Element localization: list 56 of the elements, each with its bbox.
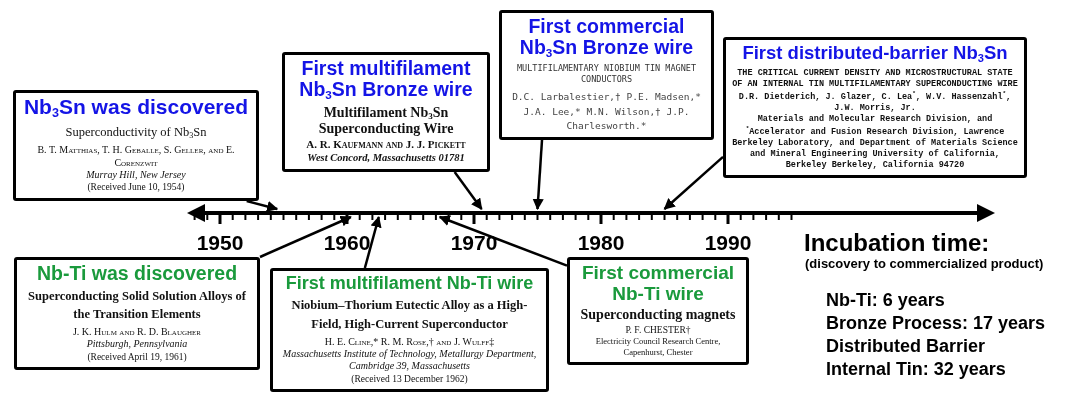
paper-card xyxy=(567,257,749,366)
paper-excerpt-text: (Received 13 December 1962) xyxy=(350,372,469,386)
milestone-heading: First distributed-barrier Nb$_{3}$Sn xyxy=(741,43,1009,65)
note-text: Nb-Ti: 6 years xyxy=(826,290,945,311)
timeline-axis xyxy=(187,204,995,224)
paper-excerpt-text: (Received April 19, 1961) xyxy=(86,350,188,364)
paper-excerpt-text: Niobium–Thorium Eutectic Alloy as a High-Field, High-Current Superconductor xyxy=(290,297,529,333)
paper-card xyxy=(723,37,1027,178)
paper-excerpt-text: Pittsburgh, Pennsylvania xyxy=(85,338,189,351)
paper-excerpt-text: MULTIFILAMENTARY NIOBIUM TIN MAGNET CONDUCTORS xyxy=(515,62,698,87)
arrow xyxy=(532,139,544,211)
milestone-heading: Nb-Ti was discovered xyxy=(35,263,239,285)
paper-excerpt-text: Superconducting magnets xyxy=(579,307,737,324)
paper-card xyxy=(499,10,714,141)
paper-card xyxy=(270,268,549,393)
paper-excerpt-text: Materials and Molecular Research Division, and $^{*}$Accelerator and Fusion Research Division, Lawrence Berkeley Laboratory, and Department of Materials Science and Mineral Engineering University of California, Berkeley Berkeley, California 94720 xyxy=(732,113,1018,171)
note-text: Internal Tin: 32 years xyxy=(826,359,1006,380)
note-text: Distributed Barrier xyxy=(826,336,986,357)
paper-excerpt-text: A. R. Kaufmann and J. J. Pickett xyxy=(305,138,467,152)
paper-excerpt-text: Murray Hill, New Jersey xyxy=(85,168,187,182)
arrow xyxy=(663,155,724,210)
paper-excerpt-text: D.C. Larbalestier,† P.E. Madsen,* J.A. Lee,* M.N. Wilson,† J.P. Charlesworth.* xyxy=(511,90,702,133)
paper-excerpt-text: D.R. Dietderich, J. Glazer, C. Lea$^{*}$, W.V. Hassenzahl$^{*}$, J.W. Morris, Jr. xyxy=(737,89,1013,114)
paper-excerpt-text: Superconductivity of Nb$_{3}$Sn xyxy=(64,123,208,141)
milestone-heading: Nb$_{3}$Sn was discovered xyxy=(22,96,250,121)
milestone-heading: First commercial Nb$_{3}$Sn Bronze wire xyxy=(518,16,695,60)
milestone-heading: First commercial Nb-Ti wire xyxy=(580,263,736,305)
year-label: 1990 xyxy=(704,231,752,255)
heading-text: Incubation time: xyxy=(804,229,990,257)
paper-excerpt-text: P. F. CHESTER† xyxy=(624,323,692,337)
paper-card xyxy=(13,90,259,201)
note-text: Bronze Process: 17 years xyxy=(826,313,1046,334)
paper-excerpt-text: J. K. Hulm and R. D. Blaugher xyxy=(71,325,203,339)
year-label: 1950 xyxy=(196,231,244,255)
milestone-heading: First multifilament Nb-Ti wire xyxy=(284,274,535,294)
paper-card xyxy=(14,257,260,371)
arrow xyxy=(453,171,483,210)
paper-excerpt-text: B. T. Matthias, T. H. Geballe, S. Geller, and E. Corenzwit xyxy=(36,142,236,169)
note-text: (discovery to commercialized product) xyxy=(805,256,1045,272)
paper-card xyxy=(282,52,490,172)
paper-excerpt-text: H. E. Cline,* R. M. Rose,† and J. Wulff‡ xyxy=(323,334,496,348)
milestone-heading: First multifilament Nb$_{3}$Sn Bronze wire xyxy=(298,58,474,102)
arrow xyxy=(259,215,352,259)
arrow xyxy=(363,215,382,269)
paper-excerpt-text: West Concord, Massachusetts 01781 xyxy=(306,151,466,165)
arrow xyxy=(246,199,279,212)
arrow xyxy=(438,215,568,267)
year-label: 1960 xyxy=(323,231,371,255)
paper-excerpt-text: Electricity Council Research Centre, Capenhurst, Chester xyxy=(594,336,722,359)
year-label: 1970 xyxy=(450,231,498,255)
paper-excerpt-text: (Received June 10, 1954) xyxy=(86,181,186,194)
paper-excerpt-text: Superconducting Solid Solution Alloys of the Transition Elements xyxy=(27,288,247,324)
paper-excerpt-text: Multifilament Nb$_{3}$Sn Superconducting Wire xyxy=(317,104,455,139)
year-label: 1980 xyxy=(577,231,625,255)
paper-excerpt-text: THE CRITICAL CURRENT DENSITY AND MICROSTRUCTURAL STATE OF AN INTERNAL TIN MULTIFILAMENTARY SUPERCONDUCTING WIRE xyxy=(732,67,1018,90)
paper-excerpt-text: Massachusetts Institute of Technology, Metallurgy Department, Cambridge 39, Massachusetts xyxy=(281,347,538,373)
